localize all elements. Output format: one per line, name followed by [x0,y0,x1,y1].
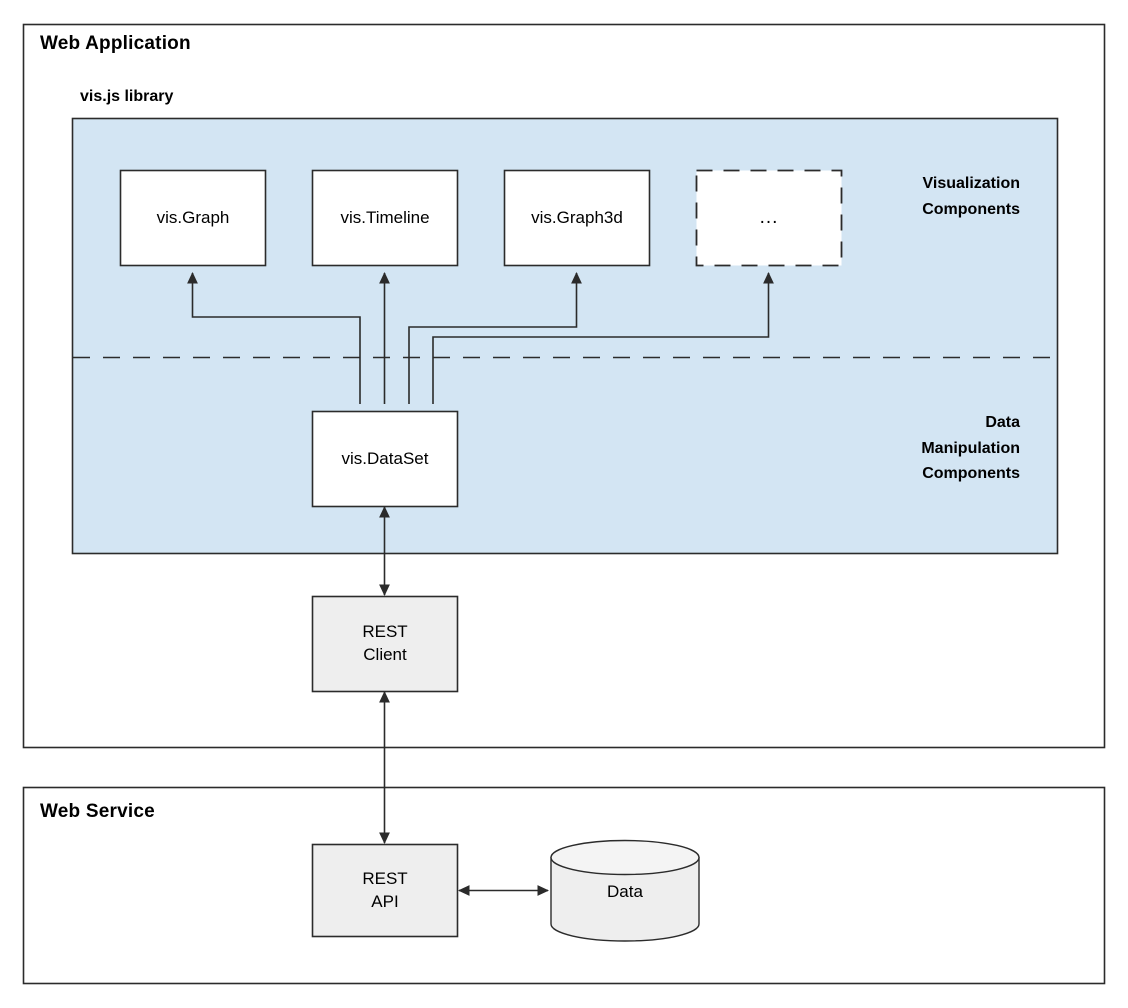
web-application-title: Web Application [40,33,191,54]
node-vis-timeline[interactable] [311,169,459,267]
visualization-components-label: Visualization Components [922,175,1020,218]
vis-js-library-title: vis.js library [80,88,174,105]
node-more-placeholder[interactable] [695,169,843,267]
cylinder-top-ellipse [550,839,700,876]
web-service-title: Web Service [40,801,155,822]
edge-dataset-to-graph3d [408,272,582,404]
node-vis-graph[interactable] [119,169,267,267]
node-data-store[interactable] [550,839,700,942]
data-manipulation-components-label: Data Manipulation Components [921,414,1020,483]
node-rest-client[interactable] [311,595,459,693]
edge-dataset-to-more [432,272,774,404]
node-rest-api[interactable] [311,843,459,938]
web-application-frame [22,23,1106,749]
node-vis-graph3d[interactable] [503,169,651,267]
web-service-frame [22,786,1106,985]
edge-dataset-to-graph [187,272,361,404]
node-vis-dataset[interactable] [311,410,459,508]
